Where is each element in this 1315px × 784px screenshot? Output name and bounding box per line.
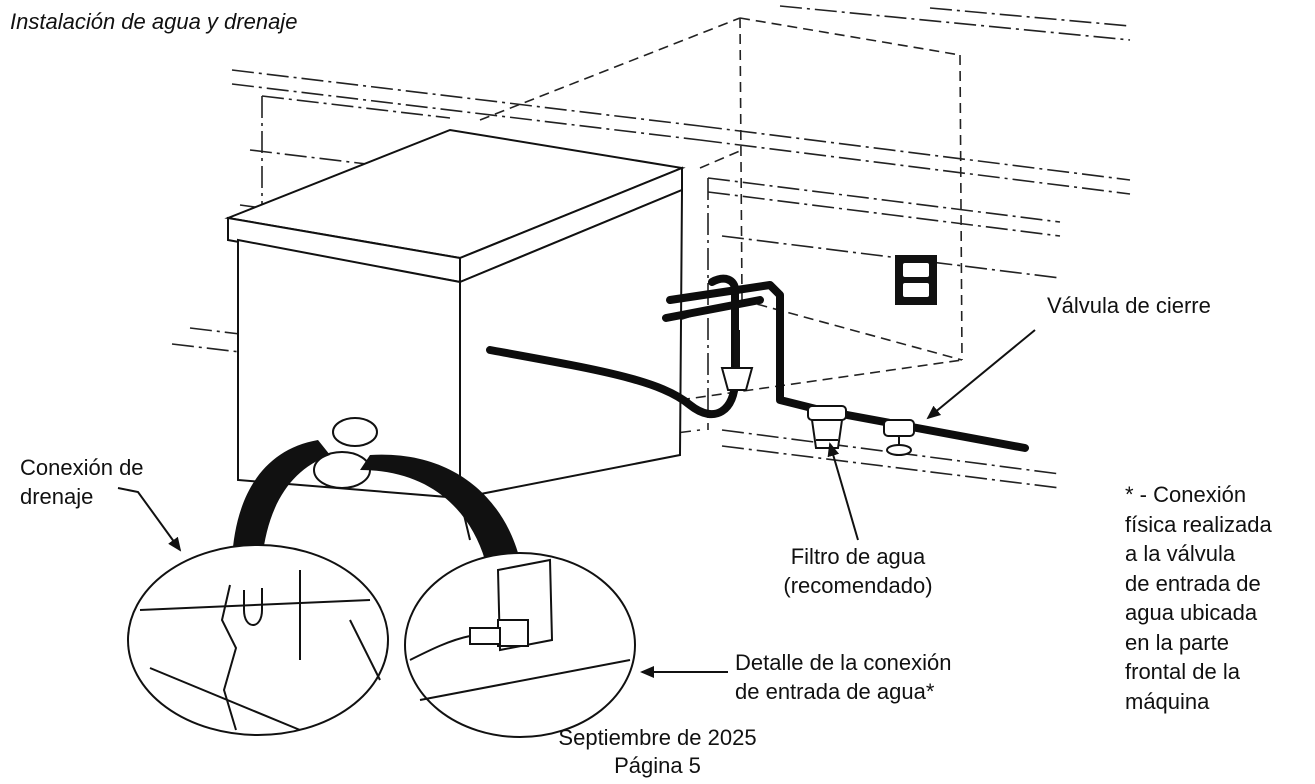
drain-detail-bubble <box>127 544 389 736</box>
inlet-detail-bubble <box>404 552 636 738</box>
drain-pipe <box>720 330 754 391</box>
water-line <box>816 406 1029 452</box>
footnote-line: física realizada <box>1125 511 1272 537</box>
detail-connectors <box>232 440 520 560</box>
shutoff-valve-label: Válvula de cierre <box>1047 293 1211 318</box>
drain-hose <box>486 274 824 419</box>
footnote-line: * - Conexión <box>1125 482 1247 507</box>
drain-connection-label-line2: drenaje <box>20 484 94 509</box>
water-filter-label-line1: Filtro de agua <box>790 544 926 569</box>
footnote-line: frontal de la <box>1125 659 1240 684</box>
wall-outlet <box>895 255 937 305</box>
footnote-line: de entrada de <box>1125 570 1261 596</box>
footnote-line: a la válvula <box>1125 541 1236 566</box>
shutoff-valve <box>883 419 915 456</box>
connection-markers <box>313 417 378 489</box>
inlet-detail-label-line2: de entrada de agua* <box>735 679 935 704</box>
footnote-line: máquina <box>1125 688 1210 714</box>
footnote-line: en la parte <box>1125 629 1229 655</box>
dishwasher-machine <box>224 128 686 541</box>
footnote-line: agua ubicada <box>1125 600 1258 625</box>
inlet-detail-label-line1: Detalle de la conexión <box>735 650 952 675</box>
footer-date: Septiembre de 2025 <box>558 725 757 750</box>
counter-lines <box>171 5 1131 489</box>
page-title: Instalación de agua y drenaje <box>10 9 298 34</box>
footer-page-number: Página 5 <box>614 753 701 778</box>
drain-connection-label-line1: Conexión de <box>20 455 144 480</box>
water-filter-label-line2: (recomendado) <box>783 573 933 598</box>
water-filter <box>807 405 847 449</box>
callout-arrows <box>117 329 1036 678</box>
footnote: * - Conexión física realizada a la válvu… <box>1125 480 1272 716</box>
